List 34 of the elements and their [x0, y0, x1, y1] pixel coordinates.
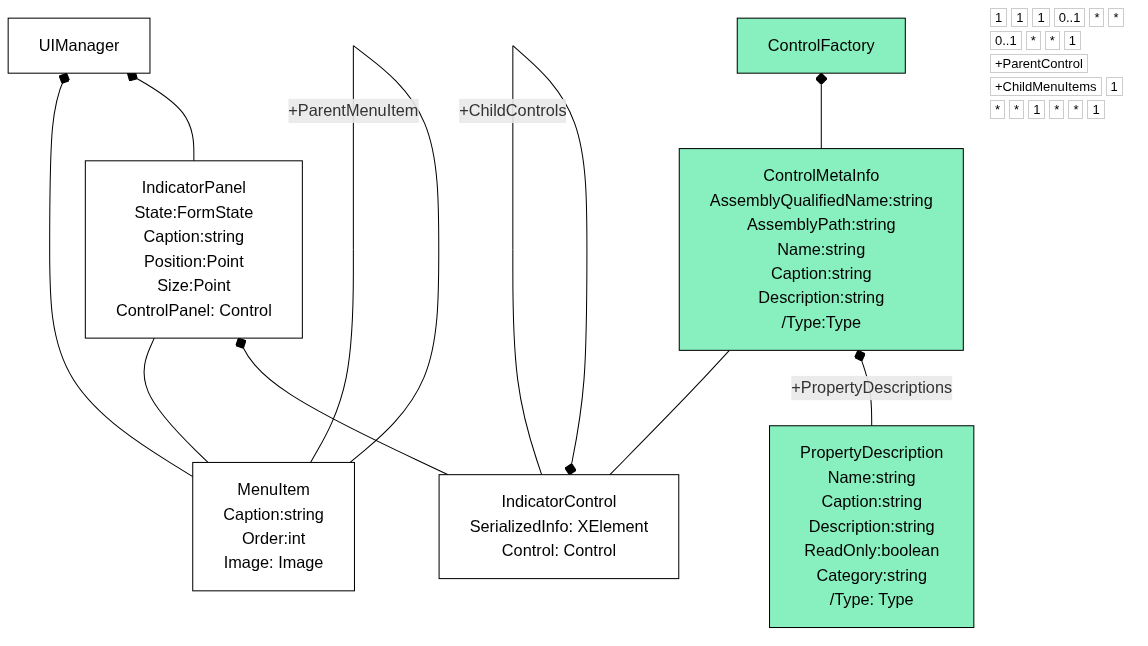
multiplicity-label: *: [1025, 31, 1041, 50]
multiplicity-label: *: [1009, 100, 1025, 119]
edge-label: +ParentMenuItem: [288, 101, 419, 120]
node-box: IndicatorControl SerializedInfo: XElement Control: Control: [438, 474, 680, 580]
multiplicity-label: +ParentControl: [990, 54, 1088, 73]
multiplicity-label: 1: [1087, 100, 1105, 119]
multiplicity-label: *: [1068, 100, 1084, 119]
node-box: PropertyDescription Name:string Caption:string Description:string ReadOnly:boolean Category:string /Type: Type: [769, 425, 975, 629]
multiplicity-label: 0..1: [1053, 8, 1086, 27]
multiplicity-label: 1: [1028, 100, 1046, 119]
multiplicity-label: *: [1044, 31, 1060, 50]
multiplicity-label: 1: [990, 8, 1008, 27]
multiplicity-label: *: [1049, 100, 1065, 119]
multiplicity-label: 1: [1011, 8, 1029, 27]
connector: [815, 72, 828, 150]
connector: [235, 337, 449, 476]
connector: [143, 337, 209, 464]
connector: [49, 72, 194, 478]
connector: [609, 350, 730, 476]
multiplicity-label: 1: [1063, 31, 1082, 50]
node-box: UIManager: [7, 17, 151, 74]
multiplicity-label: 1: [1105, 77, 1123, 96]
multiplicity-label: *: [1108, 8, 1124, 27]
edge-label: +ChildControls: [459, 101, 567, 120]
edge-label: +PropertyDescriptions: [791, 379, 953, 397]
node-box: ControlMetaInfo AssemblyQualifiedName:string AssemblyPath:string Name:string Caption:string Description:string /Type:Type: [678, 148, 964, 351]
multiplicity-label: *: [1089, 8, 1105, 27]
node-box: MenuItem Caption:string Order:int Image: Image: [192, 462, 355, 592]
node-box: IndicatorPanel State:FormState Caption:string Position:Point Size:Point ControlPanel: Control: [84, 160, 303, 339]
node-box: ControlFactory: [736, 17, 906, 74]
multiplicity-label: 1: [1032, 8, 1050, 27]
multiplicity-label: 0..1: [990, 31, 1022, 50]
multiplicity-label: *: [990, 100, 1006, 119]
multiplicity-label: +ChildMenuItems: [990, 77, 1102, 96]
